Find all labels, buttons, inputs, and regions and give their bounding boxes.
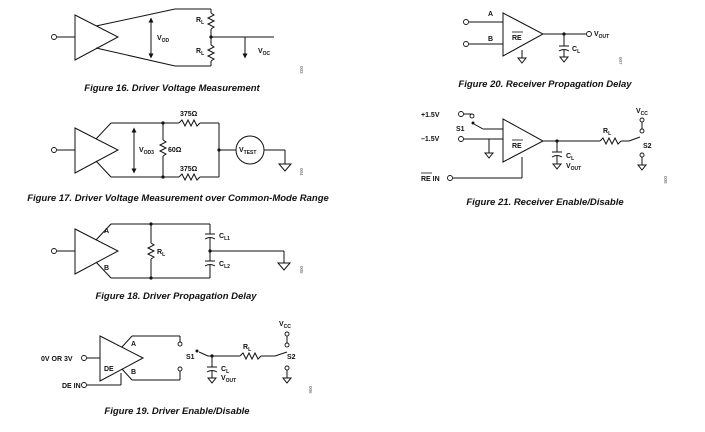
svg-text:004: 004 [299, 168, 304, 176]
ground-icon [206, 377, 218, 384]
svg-text:RE: RE [512, 143, 522, 150]
driver-triangle [74, 228, 120, 275]
svg-text:+1.5V: +1.5V [421, 112, 440, 119]
receiver-triangle [502, 118, 545, 163]
resistor-rl [239, 351, 262, 361]
svg-text:A: A [131, 341, 136, 348]
svg-text:RL: RL [157, 249, 165, 258]
svg-text:RE IN: RE IN [421, 176, 440, 183]
vout-terminal [586, 31, 592, 37]
svg-text:VOC: VOC [258, 48, 271, 57]
figure-19-caption: Figure 19. Driver Enable/Disable [104, 406, 250, 417]
svg-text:0V OR 3V: 0V OR 3V [41, 356, 73, 363]
figure-16: RL RL VOD VOC 003 Figure 16. Driver Volt… [51, 8, 304, 94]
figure-17: 375Ω 60Ω 375Ω VOD3 VTEST 004 Figure 17. … [27, 111, 329, 204]
svg-text:VOD3: VOD3 [139, 147, 154, 156]
svg-text:003: 003 [299, 66, 304, 74]
svg-text:B: B [488, 36, 493, 43]
de-in-terminal [81, 382, 87, 388]
svg-text:A: A [104, 228, 109, 235]
svg-text:RL: RL [196, 17, 204, 26]
resistor-60 [158, 139, 168, 157]
input-terminal [81, 355, 87, 361]
svg-text:006: 006 [308, 386, 313, 394]
svg-text:VOD: VOD [157, 35, 170, 44]
svg-text:60Ω: 60Ω [168, 147, 182, 154]
svg-text:S1: S1 [186, 354, 195, 361]
svg-text:VTEST: VTEST [239, 147, 256, 156]
figure-20-caption: Figure 20. Receiver Propagation Delay [458, 79, 632, 90]
svg-text:S1: S1 [456, 126, 465, 133]
driver-triangle [74, 127, 120, 174]
svg-text:A: A [488, 11, 493, 18]
figure-16-caption: Figure 16. Driver Voltage Measurement [84, 83, 260, 94]
figure-18: A B RL CL1 CL2 005 Figure 18. Driver Pro… [51, 222, 304, 302]
svg-text:007: 007 [618, 57, 623, 65]
ground-icon [516, 57, 528, 64]
input-terminal [51, 147, 57, 153]
input-b-terminal [463, 41, 469, 47]
svg-text:–1.5V: –1.5V [421, 136, 440, 143]
receiver-triangle [502, 12, 545, 57]
svg-text:VOUT: VOUT [221, 375, 236, 384]
input-terminal [51, 248, 57, 254]
switch-s1 [198, 351, 209, 357]
resistor-375-bottom [178, 172, 201, 182]
svg-text:S2: S2 [643, 143, 652, 150]
svg-text:VOUT: VOUT [594, 31, 609, 40]
svg-text:B: B [131, 369, 136, 376]
svg-text:CL: CL [566, 153, 574, 162]
switch-s2 [628, 136, 641, 142]
figure-20: A B RE VOUT CL 007 Figure 20. Receiver P… [458, 11, 632, 90]
figure-18-caption: Figure 18. Driver Propagation Delay [95, 291, 257, 302]
ground-icon [277, 163, 293, 172]
svg-text:RE: RE [512, 35, 522, 42]
switch-s2 [274, 351, 288, 357]
svg-text:CL: CL [221, 366, 229, 375]
driver-triangle [74, 14, 120, 61]
svg-text:008: 008 [663, 176, 668, 184]
minus15-terminal [458, 136, 464, 142]
resistor-rl-top [206, 12, 216, 30]
switch-s1 [473, 123, 484, 130]
svg-text:RL: RL [196, 48, 204, 57]
svg-text:VCC: VCC [279, 321, 291, 330]
input-a-terminal [463, 19, 469, 25]
figure-17-caption: Figure 17. Driver Voltage Measurement ov… [27, 193, 329, 204]
svg-text:005: 005 [299, 266, 304, 274]
svg-text:DE: DE [104, 366, 114, 373]
svg-text:CL1: CL1 [219, 233, 230, 242]
svg-text:CL: CL [572, 46, 580, 55]
ground-icon [281, 377, 293, 384]
figure-21-caption: Figure 21. Receiver Enable/Disable [466, 197, 624, 208]
vcc-terminal [639, 117, 645, 123]
re-in-terminal [447, 175, 453, 181]
svg-text:RL: RL [243, 344, 251, 353]
svg-text:RL: RL [603, 128, 611, 137]
ground-icon [558, 56, 570, 63]
svg-text:S2: S2 [287, 354, 296, 361]
resistor-rl [146, 242, 156, 260]
resistor-375-top [178, 118, 201, 128]
resistor-rl-bottom [206, 44, 216, 62]
plus15-terminal [458, 111, 464, 117]
ground-icon [551, 163, 563, 170]
vcc-terminal [284, 331, 290, 337]
figure-19: 0V OR 3V DE DE IN A B [41, 321, 313, 417]
svg-text:375Ω: 375Ω [180, 166, 198, 173]
svg-text:VOUT: VOUT [566, 163, 581, 172]
svg-text:VCC: VCC [636, 108, 648, 117]
input-terminal [51, 34, 57, 40]
ground-icon [483, 152, 495, 159]
driver-triangle [99, 335, 145, 382]
svg-text:375Ω: 375Ω [180, 111, 198, 118]
ground-icon [636, 164, 648, 171]
svg-text:CL2: CL2 [219, 261, 230, 270]
svg-text:B: B [104, 265, 109, 272]
svg-text:DE IN: DE IN [62, 383, 81, 390]
figure-21: +1.5V –1.5V S1 RE RE IN CL VOUT RL [421, 108, 668, 208]
ground-icon [276, 262, 292, 271]
resistor-rl [599, 136, 622, 146]
